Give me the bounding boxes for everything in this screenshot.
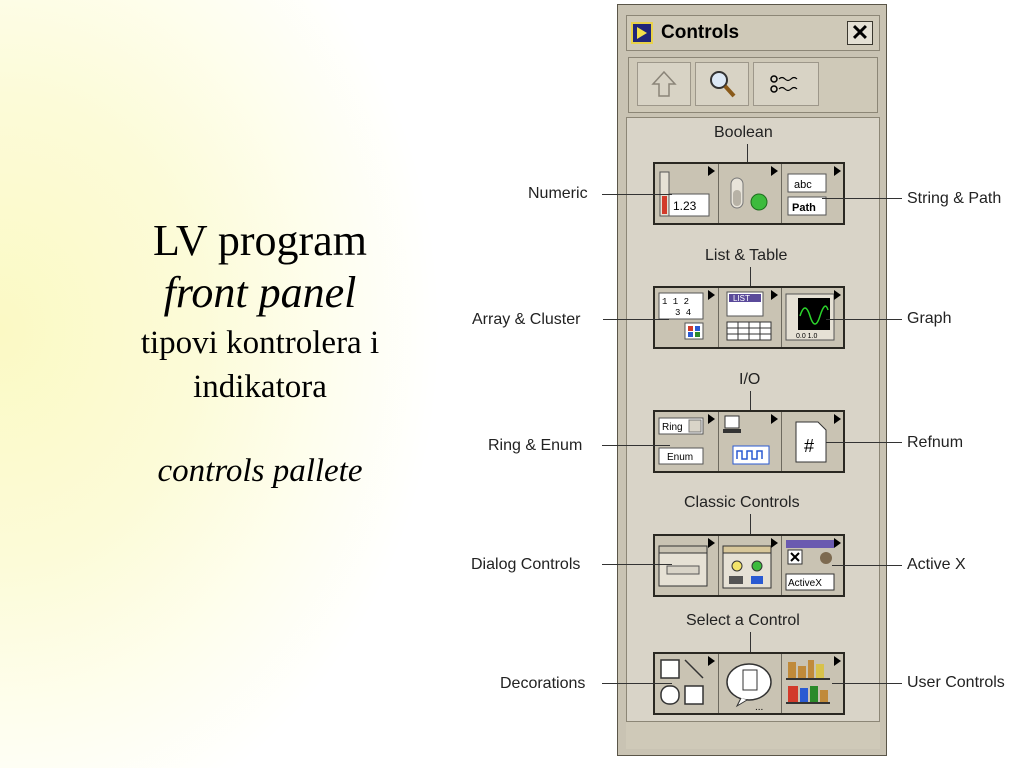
list-text: LIST — [733, 294, 750, 303]
leader-line — [750, 267, 751, 289]
submenu-arrow-icon — [834, 538, 841, 548]
options-button[interactable] — [753, 62, 819, 106]
label-user-controls: User Controls — [907, 674, 1005, 691]
submenu-arrow-icon — [834, 166, 841, 176]
labview-app-icon — [631, 22, 653, 44]
submenu-arrow-icon — [708, 414, 715, 424]
slide-subtitle: front panel — [163, 268, 357, 317]
string-path-text: Path — [792, 202, 816, 214]
leader-line — [750, 391, 751, 413]
decorations-palette-button[interactable] — [655, 654, 717, 713]
activex-text: ActiveX — [788, 578, 822, 589]
leader-line — [602, 564, 672, 565]
submenu-arrow-icon — [771, 538, 778, 548]
leader-line — [826, 442, 902, 443]
palette-row-2: 1 1 2 3 4 LIST 0.0 1.0 — [653, 286, 845, 349]
string-path-palette-button[interactable]: abc Path — [781, 164, 843, 223]
leader-line — [747, 144, 748, 166]
classic-controls-palette-button[interactable] — [718, 536, 780, 595]
leader-line — [602, 683, 672, 684]
slide-line-2: indikatora — [193, 369, 327, 405]
palette-toolbar — [628, 57, 878, 113]
close-button[interactable]: ✕ — [847, 21, 873, 45]
leader-line — [602, 194, 672, 195]
boolean-palette-button[interactable] — [718, 164, 780, 223]
slide-caption: controls pallete — [157, 453, 363, 489]
label-string-path: String & Path — [907, 190, 1002, 207]
leader-line — [750, 632, 751, 652]
io-palette-button[interactable] — [718, 412, 780, 471]
palette-titlebar[interactable]: Controls ✕ — [626, 15, 880, 51]
leader-line — [832, 683, 902, 684]
leader-line — [832, 565, 902, 566]
label-ring-enum: Ring & Enum — [488, 437, 583, 454]
label-numeric: Numeric — [528, 185, 588, 202]
search-button[interactable] — [695, 62, 749, 106]
ring-text: Ring — [662, 422, 683, 433]
submenu-arrow-icon — [771, 290, 778, 300]
ring-enum-palette-button[interactable]: Ring Enum — [655, 412, 717, 471]
array-text-b: 3 4 — [675, 308, 691, 318]
category-boolean-label: Boolean — [714, 124, 773, 141]
search-icon — [710, 71, 736, 98]
submenu-arrow-icon — [708, 290, 715, 300]
refnum-text: # — [804, 436, 814, 456]
leader-line — [603, 319, 669, 320]
enum-text: Enum — [667, 452, 693, 463]
submenu-arrow-icon — [834, 656, 841, 666]
string-abc-text: abc — [794, 179, 812, 191]
list-table-palette-button[interactable]: LIST — [718, 288, 780, 347]
palette-row-5: ... — [653, 652, 845, 715]
palette-row-3: Ring Enum # — [653, 410, 845, 473]
slide-title: LV program — [153, 216, 367, 265]
options-icon — [770, 75, 798, 93]
submenu-arrow-icon — [708, 538, 715, 548]
array-cluster-palette-button[interactable]: 1 1 2 3 4 — [655, 288, 717, 347]
palette-row-1: 1.23 abc Path — [653, 162, 845, 225]
submenu-arrow-icon — [708, 656, 715, 666]
up-level-button[interactable] — [637, 62, 691, 106]
user-controls-palette-button[interactable] — [781, 654, 843, 713]
category-io-label: I/O — [739, 371, 761, 388]
graph-palette-button[interactable]: 0.0 1.0 — [781, 288, 843, 347]
dialog-controls-palette-button[interactable] — [655, 536, 717, 595]
refnum-palette-button[interactable]: # — [781, 412, 843, 471]
svg-text:...: ... — [755, 702, 763, 713]
label-dialog-controls: Dialog Controls — [471, 556, 581, 573]
category-select-label: Select a Control — [686, 612, 800, 629]
close-icon: ✕ — [850, 20, 870, 45]
submenu-arrow-icon — [771, 414, 778, 424]
slide-line-1: tipovi kontrolera i — [140, 325, 380, 361]
leader-line — [602, 445, 670, 446]
leader-line — [822, 198, 902, 199]
category-classic-label: Classic Controls — [684, 494, 800, 511]
label-active-x: Active X — [907, 556, 966, 573]
numeric-value-text: 1.23 — [673, 199, 697, 213]
select-control-palette-button[interactable]: ... — [718, 654, 780, 713]
activex-palette-button[interactable]: ActiveX — [781, 536, 843, 595]
slide-text-block: LV program front panel tipovi kontrolera… — [60, 215, 460, 491]
label-refnum: Refnum — [907, 434, 964, 451]
leader-line — [826, 319, 902, 320]
label-decorations: Decorations — [500, 675, 586, 692]
category-list-table-label: List & Table — [705, 247, 788, 264]
graph-axis-text: 0.0 1.0 — [796, 333, 818, 340]
palette-title: Controls — [661, 22, 740, 43]
palette-bottom-bar — [626, 721, 880, 749]
slide-background-glow — [0, 0, 445, 768]
leader-line — [750, 514, 751, 536]
label-graph: Graph — [907, 310, 952, 327]
up-arrow-icon — [651, 70, 677, 97]
submenu-arrow-icon — [834, 414, 841, 424]
submenu-arrow-icon — [771, 166, 778, 176]
label-array-cluster: Array & Cluster — [472, 311, 581, 328]
array-text-a: 1 1 2 — [662, 297, 689, 307]
submenu-arrow-icon — [708, 166, 715, 176]
submenu-arrow-icon — [834, 290, 841, 300]
palette-row-4: ActiveX — [653, 534, 845, 597]
